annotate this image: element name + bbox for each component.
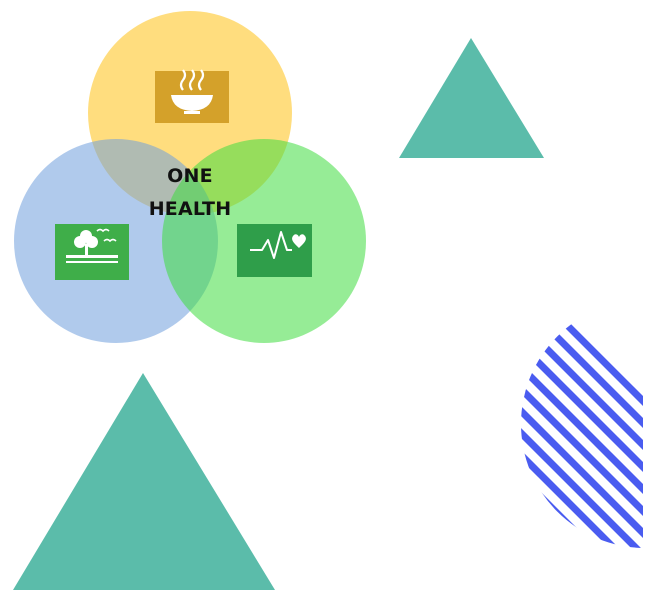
stripe xyxy=(521,300,643,548)
stripe xyxy=(212,300,512,590)
soup-bowl-icon xyxy=(155,69,229,123)
small-triangle xyxy=(399,38,544,158)
stripe xyxy=(521,300,559,548)
tree-landscape-icon xyxy=(55,224,129,280)
center-label-one: ONE xyxy=(167,165,213,187)
stripe xyxy=(521,300,643,548)
stripe xyxy=(521,300,643,548)
large-triangle xyxy=(13,373,275,590)
stripe xyxy=(521,300,537,548)
heartbeat-icon xyxy=(237,224,312,277)
stripe xyxy=(539,300,643,548)
stripe xyxy=(521,300,643,548)
stripe xyxy=(521,300,643,548)
stripe xyxy=(521,300,643,548)
stripe xyxy=(521,300,643,548)
center-label-health: HEALTH xyxy=(148,198,232,220)
